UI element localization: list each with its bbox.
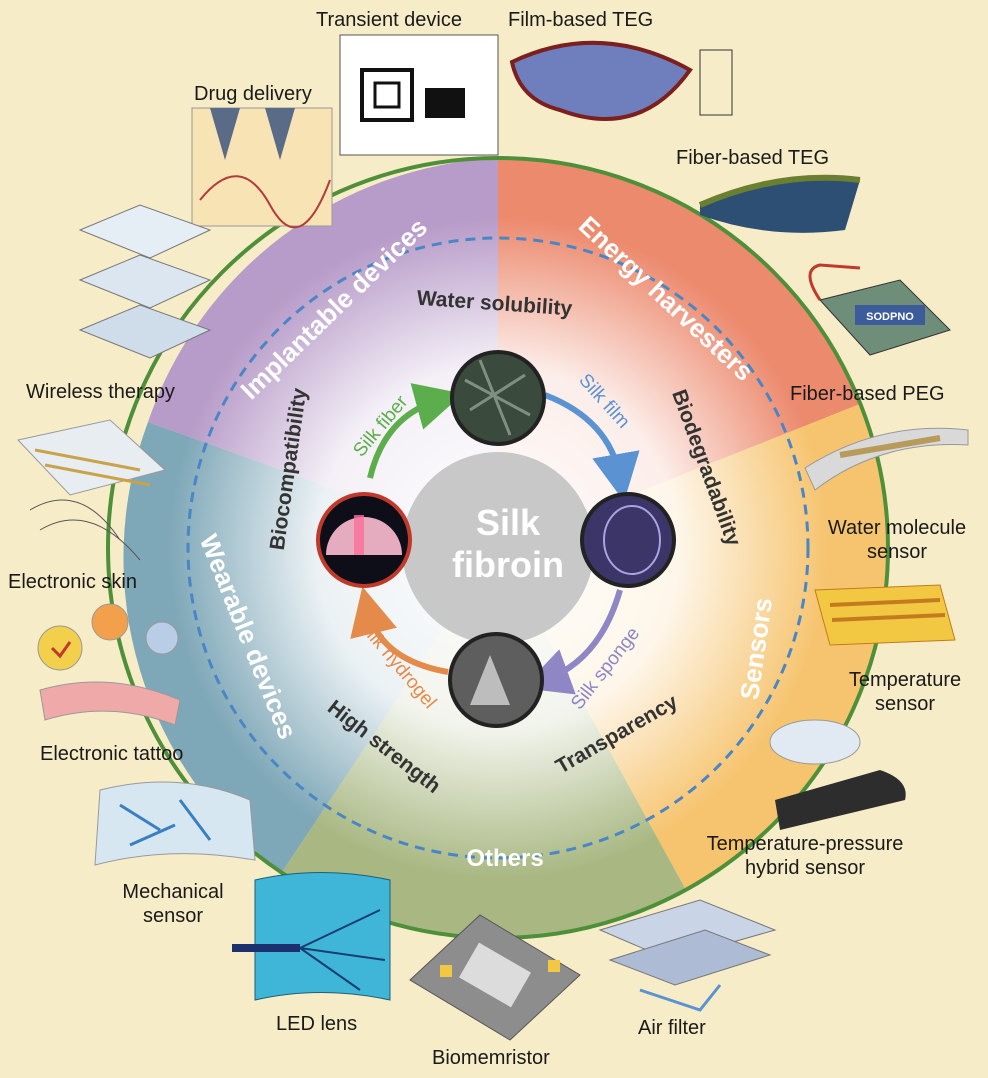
film-teg-image xyxy=(509,40,733,121)
label-mechanical-sensor: Mechanical sensor xyxy=(122,881,224,927)
center-disc xyxy=(402,452,594,644)
dashed-ring xyxy=(186,236,810,860)
temperature-sensor-image xyxy=(814,584,956,646)
label-temperature-sensor: Temperature sensor xyxy=(848,669,962,715)
water-molecule-sensor-image xyxy=(804,427,969,491)
arrow-hydrogel-fiber xyxy=(367,383,464,479)
sector-title-others: Others xyxy=(466,845,543,872)
label-drug-delivery: Drug delivery xyxy=(194,83,312,105)
label-fiber-based-peg: Fiber-based PEG xyxy=(790,383,945,405)
silk-hydrogel-image xyxy=(316,492,412,588)
label-air-filter: Air filter xyxy=(638,1017,706,1039)
silk-film-image xyxy=(580,492,676,588)
mechanical-sensor-image xyxy=(94,781,256,866)
label-electronic-tattoo: Electronic tattoo xyxy=(40,743,184,765)
label-biomemristor: Biomemristor xyxy=(432,1047,550,1069)
air-filter-image xyxy=(598,899,777,1012)
label-water-molecule-sensor: Water molecule sensor xyxy=(827,517,967,563)
led-lens-image xyxy=(232,872,391,1001)
label-led-lens: LED lens xyxy=(276,1013,358,1035)
label-film-based-teg: Film-based TEG xyxy=(508,9,654,31)
wireless-therapy-image xyxy=(78,204,212,359)
electronic-skin-image xyxy=(17,419,167,561)
electronic-tattoo-image xyxy=(37,603,181,726)
fiber-teg-image xyxy=(698,174,861,233)
label-electronic-skin: Electronic skin xyxy=(8,571,137,593)
biomemristor-image xyxy=(409,914,581,1041)
fiber-peg-image: SODPNO xyxy=(808,263,951,356)
center-label-line1: Silk xyxy=(476,502,541,543)
silk-sponge-image xyxy=(448,632,544,728)
sodpno-tag: SODPNO xyxy=(866,311,914,323)
drug-delivery-image xyxy=(191,107,333,229)
arrow-fiber-film xyxy=(543,392,640,502)
label-temp-pressure-sensor: Temperature-pressure hybrid sensor xyxy=(706,833,904,879)
label-transient-device: Transient device xyxy=(316,9,462,31)
temp-pressure-sensor-image xyxy=(769,719,906,830)
silk-fiber-image xyxy=(450,350,546,446)
transient-device-image xyxy=(339,34,499,156)
label-wireless-therapy: Wireless therapy xyxy=(26,381,175,403)
arrow-film-sponge xyxy=(522,589,623,695)
arrow-sponge-hydrogel xyxy=(350,586,449,675)
label-fiber-based-teg: Fiber-based TEG xyxy=(676,147,830,169)
center-label-line2: fibroin xyxy=(452,544,564,585)
